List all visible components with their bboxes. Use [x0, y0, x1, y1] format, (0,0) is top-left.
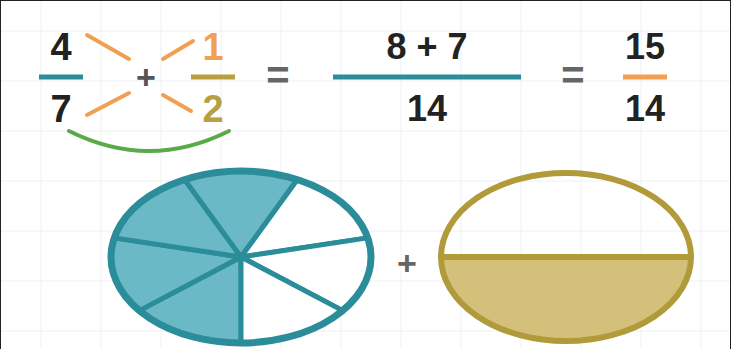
- cross-lines: [87, 35, 193, 115]
- denominator: 7: [50, 90, 71, 128]
- fraction-bar: [623, 75, 667, 80]
- fraction-bar: [39, 75, 83, 80]
- pie-rim: [111, 171, 371, 343]
- numerator: 1: [202, 28, 223, 66]
- pie-slice: [241, 257, 343, 343]
- fraction-bar: [333, 75, 521, 80]
- seven-part-pie: [111, 171, 371, 343]
- numerator: 15: [625, 29, 665, 65]
- plus-sign: +: [397, 246, 417, 280]
- fraction-bar: [191, 75, 235, 80]
- denominator-arc: [69, 131, 229, 151]
- equals-sign: =: [266, 55, 289, 95]
- equals-sign: =: [561, 55, 584, 95]
- plus-sign: +: [136, 60, 156, 94]
- numerator: 8 + 7: [386, 29, 467, 65]
- denominator: 2: [202, 90, 223, 128]
- half-circle: [441, 173, 691, 341]
- numerator: 4: [50, 28, 71, 66]
- denominator: 14: [625, 91, 665, 127]
- denominator: 14: [407, 91, 447, 127]
